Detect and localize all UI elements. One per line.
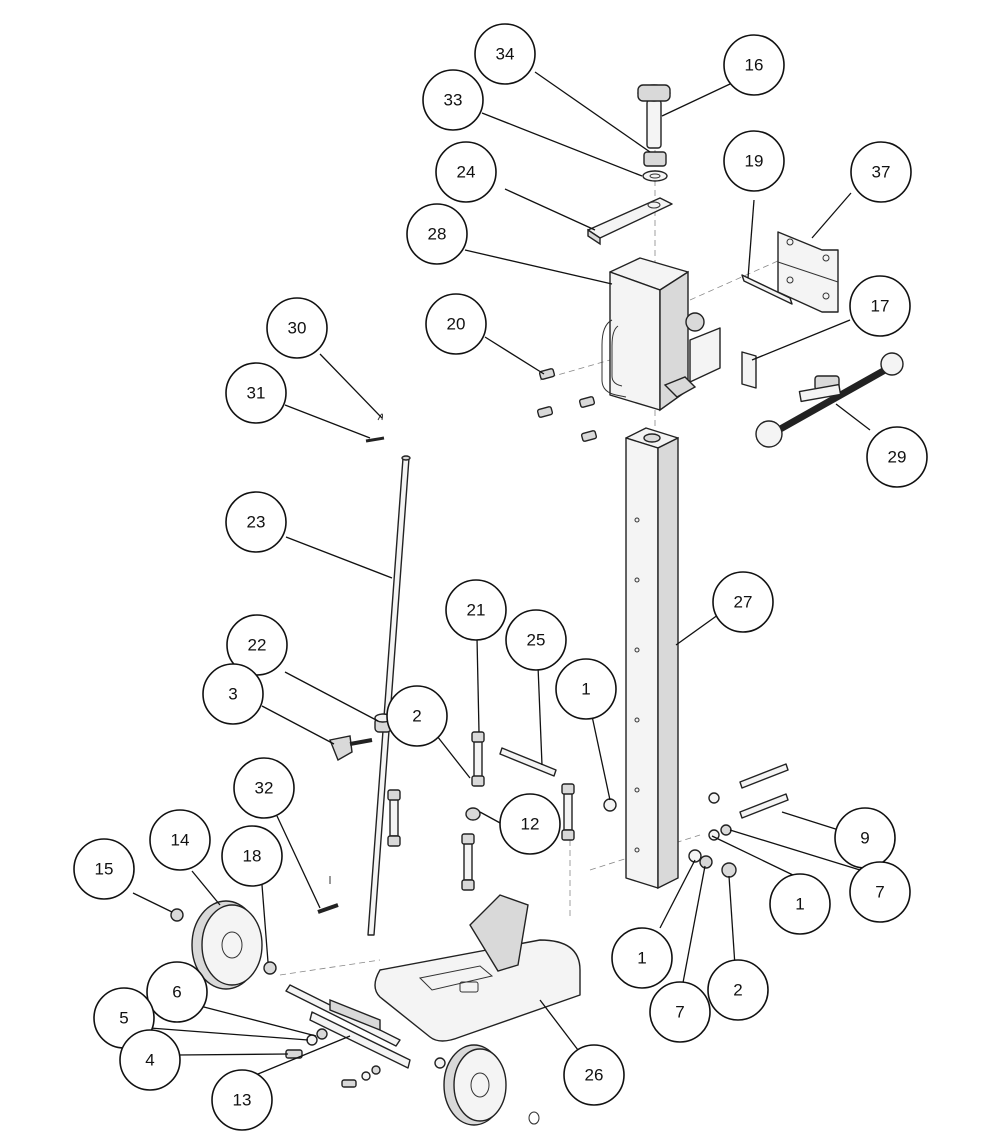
callout-20: 20 [425,293,487,355]
callout-2-lower-label: 2 [733,981,742,1000]
callout-23: 23 [225,491,287,553]
leader-lines [132,71,871,1075]
callout-18-label: 18 [243,847,262,866]
callout-32-label: 32 [255,779,274,798]
callout-1-top: 1 [555,658,617,720]
callout-6: 6 [146,961,208,1023]
callout-34-label: 34 [496,45,515,64]
wheels-part [170,900,540,1126]
callout-18: 18 [221,825,283,887]
axle-part [285,984,411,1088]
callout-25: 25 [505,609,567,671]
callout-23-label: 23 [247,513,266,532]
callout-16: 16 [723,34,785,96]
callout-32: 32 [233,757,295,819]
callout-7-bottom-label: 7 [675,1003,684,1022]
callout-17: 17 [849,275,911,337]
callout-28-label: 28 [428,225,447,244]
callout-7-right: 7 [849,861,911,923]
callout-13-label: 13 [233,1091,252,1110]
callout-28: 28 [406,203,468,265]
carriage-housing-part [601,257,721,412]
callout-25-label: 25 [527,631,546,650]
callout-14-label: 14 [171,831,190,850]
callouts: 34 16 33 24 19 37 28 20 17 30 31 29 23 2… [73,23,928,1131]
callout-3-label: 3 [228,685,237,704]
callout-20-label: 20 [447,315,466,334]
callout-7-right-label: 7 [875,883,884,902]
callout-15-label: 15 [95,860,114,879]
callout-29-label: 29 [888,448,907,467]
gib-block-part [777,231,839,313]
nut-part [642,151,668,182]
callout-12-label: 12 [521,815,540,834]
callout-19-label: 19 [745,152,764,171]
callout-5-label: 5 [119,1009,128,1028]
callout-4-label: 4 [145,1051,154,1070]
callout-22: 22 [226,614,288,676]
callout-31-label: 31 [247,384,266,403]
callout-24: 24 [435,141,497,203]
callout-33-label: 33 [444,91,463,110]
callout-31: 31 [225,362,287,424]
callout-30: 30 [266,297,328,359]
callout-14: 14 [149,809,211,871]
cotter-pin-part [365,413,385,443]
callout-33: 33 [422,69,484,131]
callout-12: 12 [499,793,561,855]
callout-29: 29 [866,426,928,488]
callout-1-right: 1 [769,873,831,935]
callout-21-label: 21 [467,601,486,620]
callout-27: 27 [712,571,774,633]
callout-2-upper: 2 [386,685,448,747]
part-drawings [170,84,904,1126]
shaft-part [741,274,793,305]
callout-27-label: 27 [734,593,753,612]
callout-26: 26 [563,1044,625,1106]
callout-24-label: 24 [457,163,476,182]
callout-1-right-label: 1 [795,895,804,914]
callout-17-label: 17 [871,297,890,316]
callout-1-top-label: 1 [581,680,590,699]
clevis-pin-part [317,876,339,914]
callout-37: 37 [850,141,912,203]
callout-34: 34 [474,23,536,85]
callout-7-bottom: 7 [649,981,711,1043]
label-plate-part [741,351,757,389]
callout-1-bottom-label: 1 [637,949,646,968]
callout-21: 21 [445,579,507,641]
feed-handle-part [755,352,904,448]
callout-4: 4 [119,1029,181,1091]
callout-16-label: 16 [745,56,764,75]
callout-2-lower: 2 [707,959,769,1021]
cap-screws-part [536,368,598,442]
t-knob-part [329,735,373,762]
callout-22-label: 22 [248,636,267,655]
callout-3: 3 [202,663,264,725]
callout-15: 15 [73,838,135,900]
callout-37-label: 37 [872,163,891,182]
mast-column-part [625,427,679,890]
callout-9-label: 9 [860,829,869,848]
base-part [374,894,581,1042]
callout-1-bottom: 1 [611,927,673,989]
knob-handle-part [637,84,671,149]
callout-30-label: 30 [288,319,307,338]
cover-plate-part [587,197,673,246]
callout-6-label: 6 [172,983,181,1002]
callout-13: 13 [211,1069,273,1131]
callout-2-upper-label: 2 [412,707,421,726]
callout-9: 9 [834,807,896,869]
bolts-part [387,731,789,891]
callout-26-label: 26 [585,1066,604,1085]
callout-19: 19 [723,130,785,192]
